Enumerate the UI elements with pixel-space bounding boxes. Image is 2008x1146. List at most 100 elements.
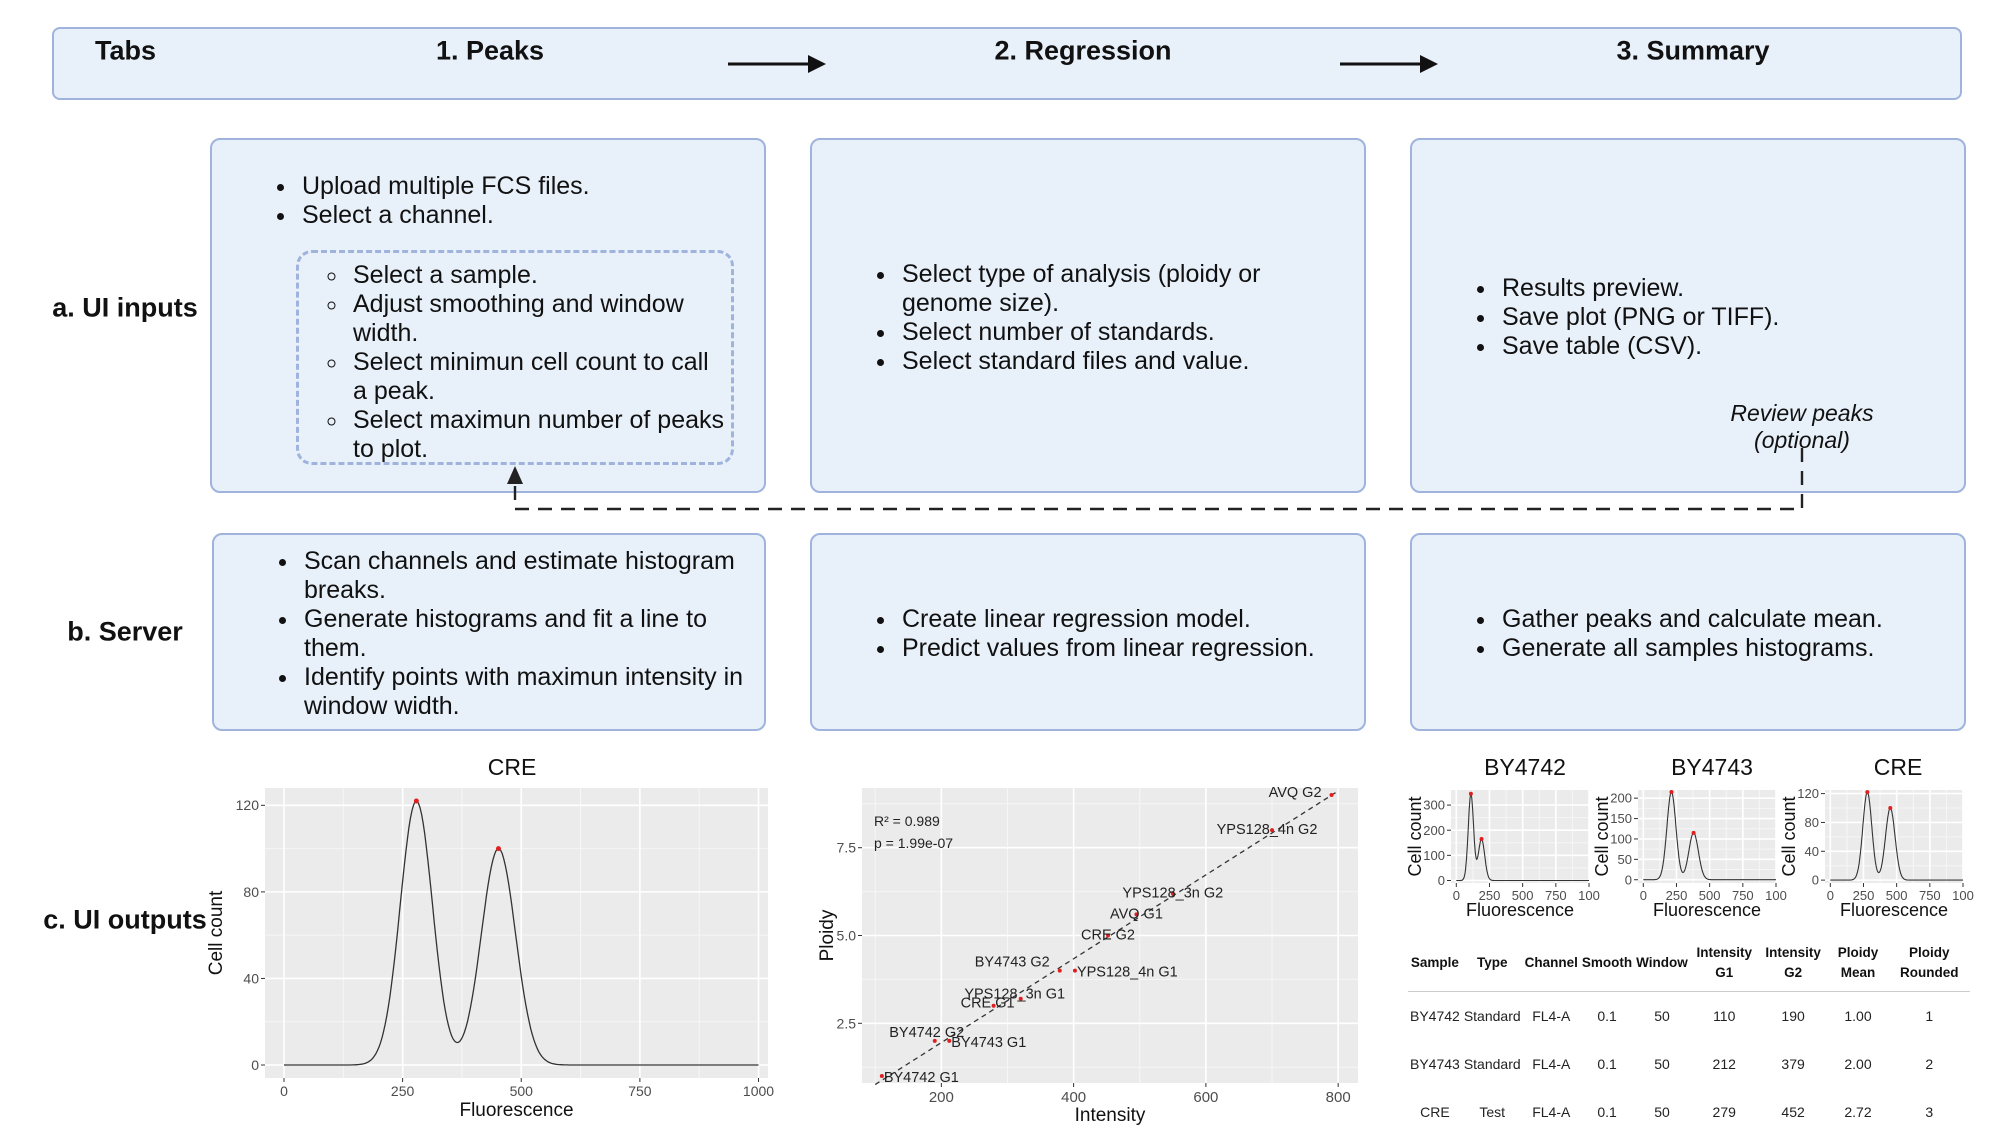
histogram-curve <box>1830 791 1963 881</box>
data-point <box>1072 968 1077 973</box>
table-cell: 190 <box>1781 1008 1805 1024</box>
x-tick-label: 0 <box>1640 888 1647 903</box>
y-tick-label: 0 <box>1438 873 1445 888</box>
peaks-server-item: Identify points with maximun intensity i… <box>300 663 770 721</box>
peak-marker <box>1468 791 1473 796</box>
y-axis-label: Cell count <box>1779 796 1799 876</box>
data-point <box>1057 968 1062 973</box>
y-tick-label: 40 <box>243 970 259 986</box>
row-label-ui-outputs: c. UI outputs <box>43 904 207 935</box>
regression-input-item: Select standard files and value. <box>898 347 1328 376</box>
table-header-cell: Window <box>1634 935 1690 992</box>
y-tick-label: 0 <box>1812 873 1819 888</box>
regression-inputs-box: Select type of analysis (ploidy or genom… <box>810 138 1366 493</box>
table-header-cell: Smooth <box>1579 935 1635 992</box>
data-point <box>1329 793 1334 798</box>
peak-marker <box>1669 790 1674 795</box>
data-point-label: BY4743 G2 <box>975 955 1050 971</box>
data-point <box>947 1038 952 1043</box>
peaks-sub-input-item: Select minimun cell count to call a peak… <box>349 348 729 406</box>
histogram-curve <box>1643 791 1776 881</box>
table-cell: 2.00 <box>1844 1056 1872 1072</box>
x-axis-label: Fluorescence <box>1466 900 1574 920</box>
x-tick-label: 500 <box>1699 888 1721 903</box>
data-point-label: YPS128_3n G1 <box>964 987 1065 1003</box>
peaks-input-item: Upload multiple FCS files. <box>298 172 778 201</box>
data-point-label: YPS128_4n G1 <box>1077 965 1178 981</box>
x-tick-label: 0 <box>1827 888 1834 903</box>
x-tick-label: 500 <box>1512 888 1534 903</box>
y-tick-label: 100 <box>1423 848 1445 863</box>
tab-peaks[interactable]: 1. Peaks <box>435 35 545 66</box>
row-label-ui-inputs: a. UI inputs <box>52 292 198 323</box>
x-tick-label: 400 <box>1061 1089 1086 1106</box>
peaks-server-list: Scan channels and estimate histogram bre… <box>264 547 770 721</box>
regression-server-item: Create linear regression model. <box>898 605 1398 634</box>
regression-line <box>874 790 1339 1086</box>
table-cell: 50 <box>1654 1056 1670 1072</box>
peaks-sub-input-item: Adjust smoothing and window width. <box>349 290 729 348</box>
summary-inputs-box: Results preview. Save plot (PNG or TIFF)… <box>1410 138 1966 493</box>
regression-server-item: Predict values from linear regression. <box>898 634 1398 663</box>
x-tick-label: 600 <box>1193 1089 1218 1106</box>
review-peaks-note: Review peaks (optional) <box>1730 400 1873 454</box>
table-cell: 452 <box>1781 1104 1805 1120</box>
data-point <box>1270 828 1275 833</box>
y-tick-label: 120 <box>236 797 260 813</box>
table-header-cell: Sample <box>1408 935 1462 992</box>
peaks-inputs-box: Upload multiple FCS files. Select a chan… <box>210 138 766 493</box>
y-tick-label: 150 <box>1610 811 1632 826</box>
data-point-label: BY4743 G1 <box>951 1035 1026 1051</box>
tab-regression[interactable]: 2. Regression <box>994 35 1172 66</box>
table-cell: 3 <box>1925 1104 1934 1120</box>
peak-marker <box>1479 837 1484 842</box>
table-cell: 0.1 <box>1597 1008 1617 1024</box>
y-tick-label: 0 <box>251 1057 259 1073</box>
review-peaks-line: Review peaks <box>1730 400 1874 426</box>
data-point <box>1134 912 1139 917</box>
summary-server-item: Gather peaks and calculate mean. <box>1498 605 1998 634</box>
summary-input-item: Save plot (PNG or TIFF). <box>1498 303 1958 332</box>
x-axis-label: Fluorescence <box>459 1100 573 1121</box>
peak-marker <box>1888 806 1893 811</box>
x-tick-label: 250 <box>1479 888 1501 903</box>
x-tick-label: 1000 <box>743 1083 774 1099</box>
x-axis-label: Fluorescence <box>1653 900 1761 920</box>
y-tick-label: 80 <box>1805 815 1819 830</box>
x-tick-label: 750 <box>1732 888 1754 903</box>
data-point-label: AVQ G2 <box>1269 785 1322 801</box>
table-cell: BY4742 <box>1410 1008 1460 1024</box>
table-header-cell: Intensity G1 <box>1689 935 1759 992</box>
arrow-regression-to-summary <box>1340 55 1438 73</box>
plot-panel <box>265 788 768 1078</box>
table-cell: CRE <box>1420 1104 1450 1120</box>
data-point <box>1106 933 1111 938</box>
data-point-label: BY4742 G1 <box>884 1070 959 1086</box>
table-cell: BY4743 <box>1410 1056 1460 1072</box>
x-tick-label: 750 <box>628 1083 652 1099</box>
summary-inputs-list: Results preview. Save plot (PNG or TIFF)… <box>1462 274 1958 361</box>
x-tick-label: 100 <box>1952 888 1974 903</box>
table-cell: 50 <box>1654 1104 1670 1120</box>
table-cell: Test <box>1479 1104 1506 1120</box>
x-tick-label: 0 <box>280 1083 288 1099</box>
summary-server-list: Gather peaks and calculate mean. Generat… <box>1462 605 1998 663</box>
peaks-inputs-list: Upload multiple FCS files. Select a chan… <box>262 172 778 230</box>
y-tick-label: 120 <box>1797 786 1819 801</box>
peaks-input-item: Select a channel. <box>298 201 778 230</box>
summary-input-item: Results preview. <box>1498 274 1958 303</box>
tab-summary[interactable]: 3. Summary <box>1616 35 1770 66</box>
table-cell: FL4-A <box>1532 1008 1571 1024</box>
x-tick-label: 250 <box>1853 888 1875 903</box>
y-tick-label: 2.5 <box>837 1015 857 1031</box>
y-tick-label: 5.0 <box>837 928 857 944</box>
peak-marker <box>1691 830 1696 835</box>
x-axis-label: Fluorescence <box>1840 900 1948 920</box>
peaks-sub-input-item: Select a sample. <box>349 261 729 290</box>
peaks-server-item: Scan channels and estimate histogram bre… <box>300 547 770 605</box>
table-cell: Standard <box>1463 1008 1521 1024</box>
